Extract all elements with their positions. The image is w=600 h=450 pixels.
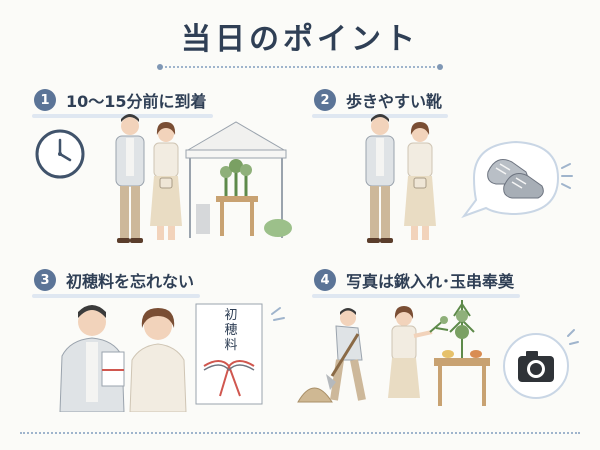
envelope-label: 初穂料 bbox=[224, 308, 238, 353]
point-number-badge: 2 bbox=[314, 89, 336, 111]
tent bbox=[185, 121, 292, 238]
woman-figure bbox=[388, 306, 449, 398]
arrival-illustration bbox=[35, 114, 292, 243]
walking-shoes-illustration bbox=[365, 114, 573, 243]
man-figure bbox=[115, 114, 145, 243]
sparkle-lines bbox=[561, 163, 573, 189]
title-divider bbox=[157, 64, 443, 70]
woman-figure bbox=[129, 308, 187, 412]
divider-dot bbox=[437, 64, 443, 70]
man-figure bbox=[59, 305, 125, 412]
point-label: 初穂料を忘れない bbox=[31, 268, 201, 298]
woman-figure bbox=[404, 122, 436, 240]
man-figure bbox=[365, 114, 395, 243]
point-label: 歩きやすい靴 bbox=[311, 88, 449, 118]
point-label: 写真は鍬入れ･玉串奉奠 bbox=[311, 268, 521, 298]
point-number-badge: 4 bbox=[314, 269, 336, 291]
point-label: 10〜15分前に到着 bbox=[32, 88, 213, 118]
page-title: 当日のポイント bbox=[181, 22, 419, 57]
point-3-heading: 3 初穂料を忘れない bbox=[31, 268, 201, 298]
offering-handover-illustration bbox=[59, 305, 187, 412]
point-number-badge: 1 bbox=[34, 89, 56, 111]
sparkle-lines bbox=[271, 307, 285, 321]
man-figure bbox=[326, 308, 366, 401]
sparkle-lines bbox=[567, 329, 579, 345]
point-1-heading: 1 10〜15分前に到着 bbox=[32, 88, 213, 118]
point-4-heading: 4 写真は鍬入れ･玉串奉奠 bbox=[311, 268, 521, 298]
divider-dot bbox=[157, 64, 163, 70]
ceremony-illustration bbox=[297, 300, 579, 406]
point-2-heading: 2 歩きやすい靴 bbox=[311, 88, 449, 118]
envelope-illustration bbox=[195, 303, 263, 405]
bottom-divider bbox=[20, 432, 580, 434]
altar bbox=[434, 300, 490, 406]
shoe-icon bbox=[461, 140, 560, 219]
point-number-badge: 3 bbox=[34, 269, 56, 291]
clock-icon bbox=[35, 129, 85, 179]
woman-figure bbox=[150, 122, 182, 240]
camera-icon bbox=[503, 333, 569, 399]
